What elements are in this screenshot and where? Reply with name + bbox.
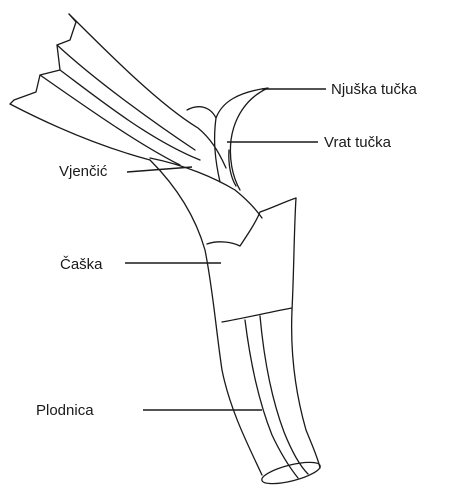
calyx-lower-edge [222,308,292,322]
corolla-jagged-tips [10,14,76,104]
calyx-ovary-body [150,160,322,488]
corolla [10,14,262,218]
label-stigma: Njuška tučka [331,81,418,98]
ovary-base [260,458,322,488]
label-calyx: Čaška [60,256,103,273]
labels: Njuška tučka Vrat tučka Vjenčić Čaška Pl… [36,81,418,419]
label-style: Vrat tučka [324,134,392,151]
corolla-rim [150,158,262,218]
ovary-right-contour [292,310,320,468]
stigma-shape [187,88,268,190]
corolla-lower-edge [10,104,150,160]
calyx-right-contour [292,198,296,310]
leader-corolla [127,167,192,172]
label-corolla: Vjenčić [59,163,108,180]
ovary-rib-2 [260,316,308,474]
pistil [187,88,268,190]
corolla-fold-line-3 [40,75,180,165]
label-ovary: Plodnica [36,402,94,419]
corolla-upper-edge [69,14,226,168]
